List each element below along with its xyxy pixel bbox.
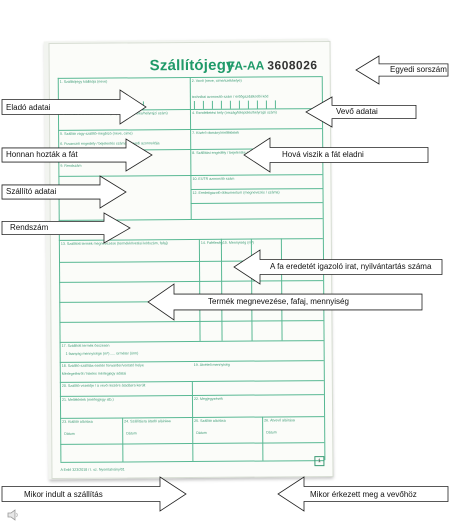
arrow-left-icon (233, 249, 443, 285)
arrow-shape (1, 89, 147, 125)
arrow-right-icon (1, 138, 153, 172)
callout-label-eredet-igazolo: A fa eredetét igazoló irat, nyilvántartá… (270, 262, 432, 271)
arrow-left-icon (355, 55, 449, 85)
arrow-right-icon (1, 212, 131, 244)
arrow-shape (305, 96, 417, 128)
arrow-left-icon (243, 137, 429, 173)
callout-label-rendszam: Rendszám (10, 223, 49, 232)
arrow-left-icon (147, 283, 423, 321)
arrow-left-icon (305, 96, 417, 128)
arrow-right-icon (1, 175, 127, 209)
arrow-left-icon (277, 476, 449, 512)
arrow-shape (233, 249, 443, 285)
arrow-shape (243, 137, 429, 173)
arrow-shape (147, 283, 423, 321)
callout-label-elado-adatai: Eladó adatai (6, 103, 51, 112)
callout-label-vevo-adatai: Vevő adatai (336, 107, 378, 116)
callout-label-mikor-indult: Mikor indult a szállítás (24, 490, 103, 499)
arrow-shape (1, 138, 153, 172)
arrow-shape (277, 476, 449, 512)
arrow-shape (1, 212, 131, 244)
arrow-shape (1, 476, 187, 512)
speaker-icon[interactable] (6, 508, 20, 522)
callout-label-termek-megnevezese: Termék megnevezése, fafaj, mennyiség (208, 297, 349, 306)
arrow-right-icon (1, 89, 147, 125)
callout-label-szallito-adatai: Szállító adatai (6, 187, 57, 196)
arrow-shape (1, 175, 127, 209)
arrow-shape (355, 55, 449, 85)
callout-label-egyedi-sorszam: Egyedi sorszám (390, 65, 447, 74)
callout-label-mikor-erkezett: Mikor érkezett meg a vevőhöz (310, 490, 417, 499)
arrow-right-icon (1, 476, 187, 512)
callout-label-hova-viszik: Hová viszik a fát eladni (282, 150, 364, 159)
callout-label-honnan-hoztak: Honnan hozták a fát (6, 150, 78, 159)
